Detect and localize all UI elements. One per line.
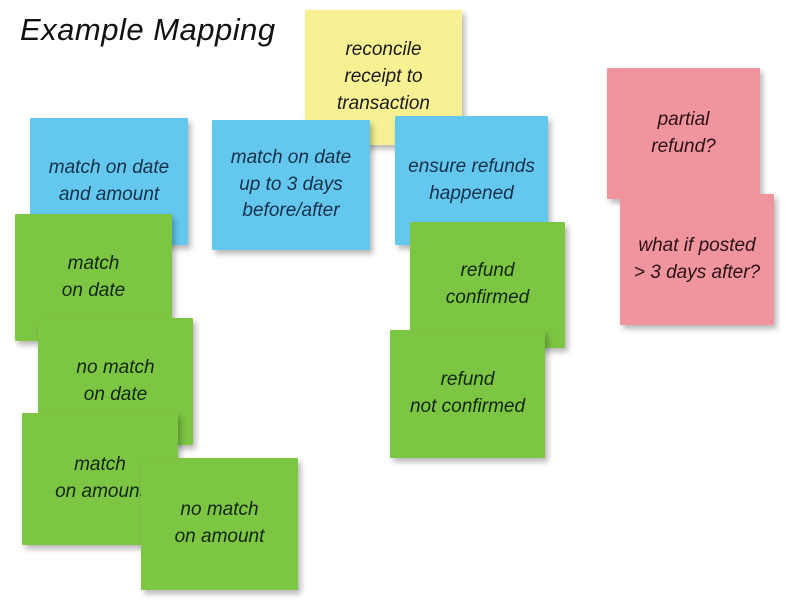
sticky-note-no-match-on-amount: no match on amount [141,458,298,590]
sticky-note-match-date-3-days: match on date up to 3 days before/after [212,120,370,250]
page-title: Example Mapping [20,12,276,47]
sticky-note-partial-refund: partial refund? [607,68,760,199]
sticky-note-refund-not-confirmed: refund not confirmed [390,330,545,458]
sticky-note-posted-3-days-after: what if posted > 3 days after? [620,194,774,325]
sticky-note-refund-confirmed: refund confirmed [410,222,565,348]
